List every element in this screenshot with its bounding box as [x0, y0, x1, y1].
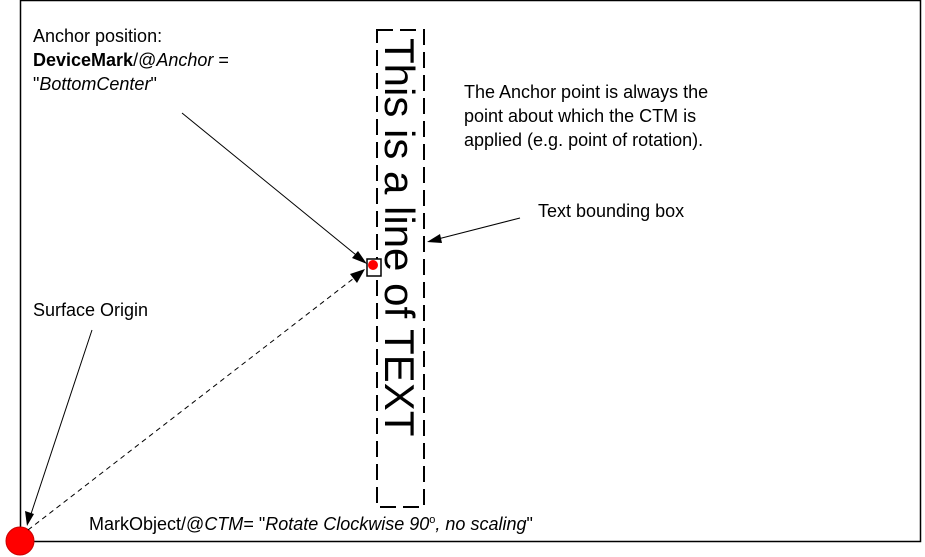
ctm-eq: = " — [243, 514, 266, 534]
anchor-note-line-3: applied (e.g. point of rotation). — [464, 130, 704, 150]
anchor-position-title: Anchor position: — [33, 26, 163, 46]
ctm-offset-arrowhead — [350, 269, 365, 283]
anchor-value: BottomCenter — [39, 74, 151, 94]
mark-object-element: MarkObject — [89, 514, 182, 534]
anchor-note: The Anchor point is always the point abo… — [464, 80, 708, 152]
anchor-position-path: DeviceMark/@Anchor = — [33, 48, 229, 72]
anchor-pointer-line — [181, 112, 362, 260]
anchor-note-line-2: point about which the CTM is — [464, 106, 697, 126]
ctm-sep: /@ — [181, 514, 205, 534]
ctm-degree: o — [429, 514, 436, 526]
origin-pointer-arrowhead — [25, 511, 34, 526]
anchor-position-label: Anchor position: DeviceMark/@Anchor = "B… — [33, 24, 229, 96]
surface-origin-dot — [5, 526, 35, 556]
ctm-offset-line — [27, 274, 359, 531]
anchor-eq: = — [213, 50, 229, 70]
anchor-quote-close: " — [150, 74, 157, 94]
ctm-attr: CTM — [204, 514, 244, 534]
bbox-pointer-arrowhead — [427, 234, 442, 243]
ctm-value: Rotate Clockwise 90 — [265, 514, 430, 534]
origin-pointer-line — [29, 329, 93, 518]
ctm-quote-close: " — [526, 514, 533, 534]
anchor-attr: Anchor — [156, 50, 214, 70]
anchor-pointer-arrowhead — [352, 251, 367, 264]
rotated-text: This is a line of TEXT — [376, 38, 423, 436]
ctm-rest: , no scaling — [435, 514, 527, 534]
surface-border — [19, 0, 922, 543]
ctm-label: MarkObject/@CTM= "Rotate Clockwise 90o, … — [89, 508, 533, 536]
bbox-pointer-line — [433, 217, 521, 241]
anchor-note-line-1: The Anchor point is always the — [464, 82, 709, 102]
anchor-quote-open: " — [33, 74, 40, 94]
anchor-point-dot — [368, 260, 378, 270]
surface-origin-label: Surface Origin — [33, 300, 149, 320]
anchor-position-value: "BottomCenter" — [33, 72, 229, 96]
device-mark-element: DeviceMark — [33, 50, 134, 70]
anchor-sep: /@ — [133, 50, 157, 70]
bbox-label: Text bounding box — [538, 201, 685, 221]
